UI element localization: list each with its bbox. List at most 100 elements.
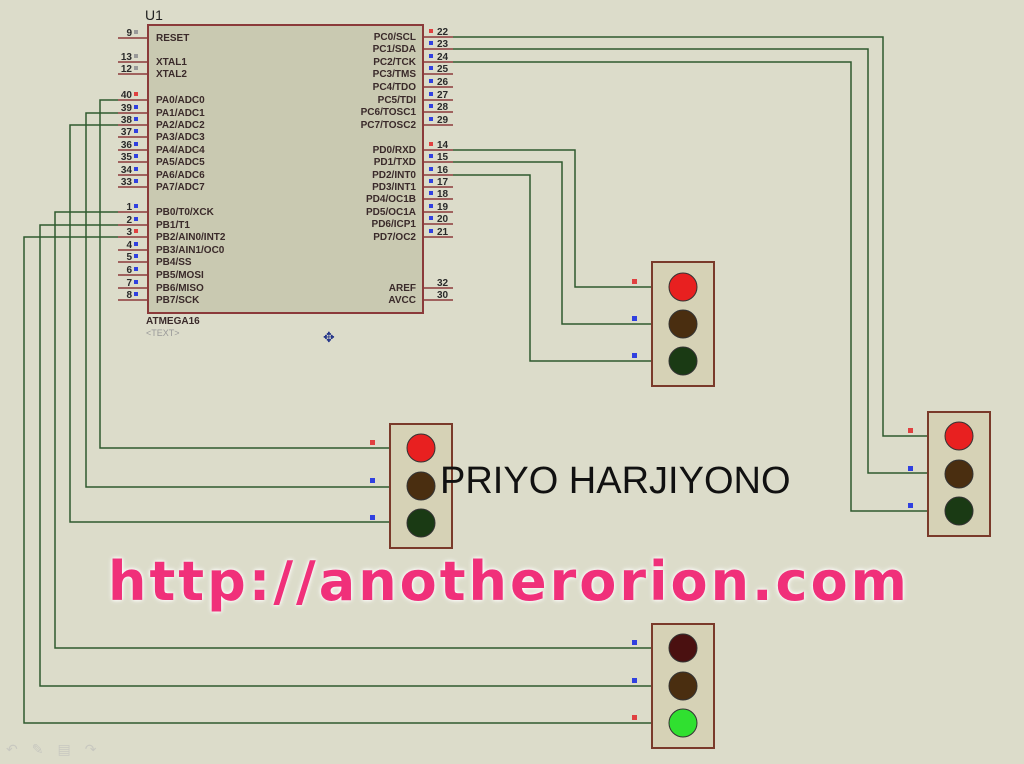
pin-label: PA5/ADC5 bbox=[156, 157, 205, 168]
pin-number: 6 bbox=[126, 265, 132, 276]
traffic-lamp bbox=[944, 459, 974, 489]
pin-label: PD2/INT0 bbox=[372, 170, 416, 181]
pin-label: PB5/MOSI bbox=[156, 270, 204, 281]
pin-number: 18 bbox=[437, 189, 449, 200]
author-label: PRIYO HARJIYONO bbox=[440, 460, 791, 502]
pin-state-indicator bbox=[429, 29, 433, 33]
traffic-lamp bbox=[668, 272, 698, 302]
pin-number: 40 bbox=[121, 90, 133, 101]
pin-label: PB4/SS bbox=[156, 257, 192, 268]
pin-state-indicator bbox=[134, 117, 138, 121]
pin-label: PD4/OC1B bbox=[366, 194, 416, 205]
pin-label: PC7/TOSC2 bbox=[361, 120, 417, 131]
pin-state-indicator bbox=[908, 466, 913, 471]
pin-label: PA7/ADC7 bbox=[156, 182, 205, 193]
pin-label: PD5/OC1A bbox=[366, 207, 416, 218]
traffic-lamp bbox=[668, 346, 698, 376]
pin-number: 22 bbox=[437, 27, 449, 38]
pin-number: 23 bbox=[437, 39, 449, 50]
move-cursor-icon: ✥ bbox=[323, 329, 335, 345]
menu-icon[interactable]: ▤ bbox=[57, 741, 71, 757]
pin-label: PA3/ADC3 bbox=[156, 132, 205, 143]
wire[interactable] bbox=[453, 48, 928, 474]
pin-label: PA4/ADC4 bbox=[156, 145, 205, 156]
pin-number: 12 bbox=[121, 64, 133, 75]
pin-number: 19 bbox=[437, 202, 449, 213]
wire[interactable] bbox=[99, 99, 390, 449]
pin-label: PB1/T1 bbox=[156, 220, 190, 231]
wire[interactable] bbox=[85, 112, 390, 488]
forward-arrow-icon[interactable]: ↷ bbox=[84, 741, 97, 757]
pin-label: PC4/TDO bbox=[373, 82, 417, 93]
pin-state-indicator bbox=[429, 179, 433, 183]
pin-label: PB6/MISO bbox=[156, 283, 204, 294]
pin-state-indicator bbox=[429, 229, 433, 233]
back-arrow-icon[interactable]: ↶ bbox=[6, 741, 18, 757]
pin-state-indicator bbox=[134, 92, 138, 96]
pin-number: 32 bbox=[437, 278, 449, 289]
pin-state-indicator bbox=[134, 179, 138, 183]
pin-label: PB7/SCK bbox=[156, 295, 200, 306]
pin-label: XTAL2 bbox=[156, 69, 187, 80]
pin-state-indicator bbox=[134, 267, 138, 271]
pin-label: PD1/TXD bbox=[374, 157, 416, 168]
pin-number: 1 bbox=[126, 202, 132, 213]
wire[interactable] bbox=[453, 174, 652, 362]
pin-state-indicator bbox=[134, 66, 138, 70]
wire[interactable] bbox=[69, 124, 390, 523]
traffic-lamp bbox=[668, 633, 698, 663]
wire[interactable] bbox=[39, 224, 652, 687]
pin-number: 2 bbox=[126, 215, 132, 226]
watermark-url: http://anotherorion.com bbox=[108, 550, 910, 613]
pin-number: 8 bbox=[126, 290, 132, 301]
pin-state-indicator bbox=[134, 167, 138, 171]
pin-state-indicator bbox=[908, 428, 913, 433]
pin-label: PC2/TCK bbox=[373, 57, 417, 68]
pin-label: PD3/INT1 bbox=[372, 182, 416, 193]
pin-state-indicator bbox=[429, 117, 433, 121]
pin-number: 29 bbox=[437, 115, 449, 126]
pin-state-indicator bbox=[134, 254, 138, 258]
wire[interactable] bbox=[453, 149, 652, 288]
pin-number: 35 bbox=[121, 152, 133, 163]
pin-label: PA2/ADC2 bbox=[156, 120, 205, 131]
pin-state-indicator bbox=[134, 292, 138, 296]
pin-state-indicator bbox=[429, 191, 433, 195]
pin-label: PC3/TMS bbox=[373, 69, 417, 80]
pin-number: 37 bbox=[121, 127, 133, 138]
pin-label: PC5/TDI bbox=[378, 95, 417, 106]
pin-number: 17 bbox=[437, 177, 449, 188]
wire[interactable] bbox=[453, 161, 652, 325]
traffic-lamp bbox=[668, 309, 698, 339]
pin-state-indicator bbox=[134, 217, 138, 221]
wire[interactable] bbox=[54, 211, 652, 649]
wire[interactable] bbox=[453, 36, 928, 437]
traffic-lamp bbox=[406, 433, 436, 463]
pin-number: 21 bbox=[437, 227, 449, 238]
pin-state-indicator bbox=[632, 353, 637, 358]
pin-number: 16 bbox=[437, 165, 449, 176]
atmega16-chip[interactable] bbox=[147, 24, 424, 314]
pin-number: 7 bbox=[126, 278, 132, 289]
pin-state-indicator bbox=[370, 440, 375, 445]
wire[interactable] bbox=[23, 236, 652, 724]
pin-state-indicator bbox=[429, 216, 433, 220]
component-ref: U1 bbox=[145, 7, 163, 23]
pin-number: 9 bbox=[126, 28, 132, 39]
pin-state-indicator bbox=[134, 105, 138, 109]
pin-label: PD7/OC2 bbox=[373, 232, 416, 243]
component-part: ATMEGA16 bbox=[146, 316, 200, 327]
pin-state-indicator bbox=[429, 54, 433, 58]
pin-number: 13 bbox=[121, 52, 133, 63]
pin-state-indicator bbox=[134, 242, 138, 246]
wire[interactable] bbox=[453, 61, 928, 512]
traffic-lamp bbox=[668, 708, 698, 738]
pen-icon[interactable]: ✎ bbox=[31, 741, 44, 757]
pin-label: PD6/ICP1 bbox=[372, 219, 417, 230]
pin-state-indicator bbox=[134, 54, 138, 58]
traffic-lamp bbox=[944, 421, 974, 451]
pin-state-indicator bbox=[632, 678, 637, 683]
pin-state-indicator bbox=[429, 66, 433, 70]
pin-state-indicator bbox=[134, 204, 138, 208]
